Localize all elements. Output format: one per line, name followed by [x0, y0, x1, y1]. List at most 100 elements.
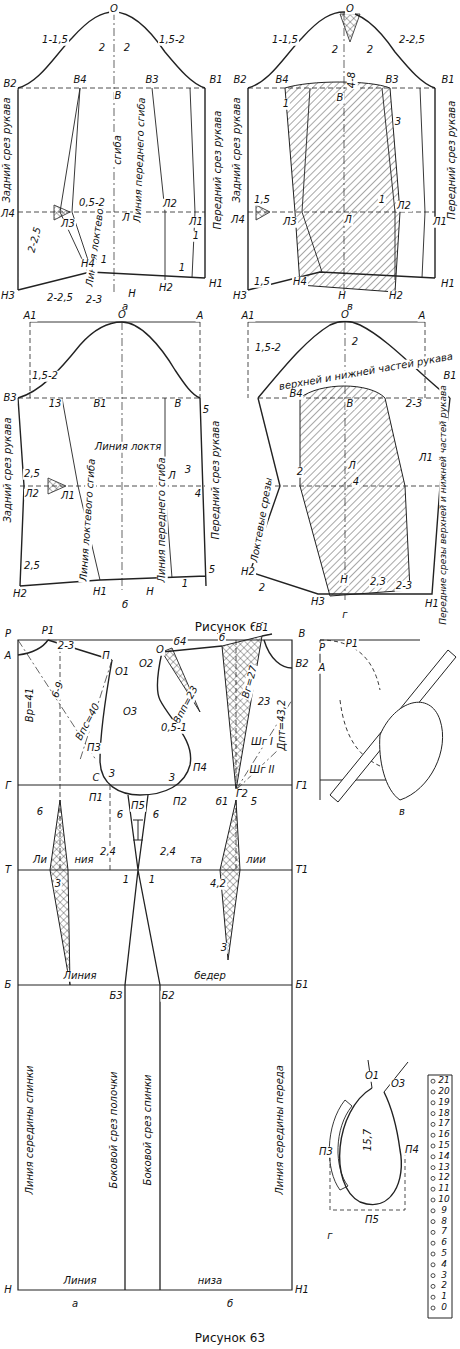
label-text: Л4 — [230, 215, 246, 226]
label-text: 1 — [122, 875, 130, 886]
label-text: В4 — [288, 389, 303, 400]
label-text: П1 — [88, 793, 104, 804]
ruler-mark — [431, 1306, 435, 1310]
label-text: П2 — [172, 797, 188, 808]
label-text: А — [318, 663, 327, 674]
label-text: 3 — [184, 465, 192, 476]
label-text: 15,7 — [363, 1128, 374, 1152]
ruler-mark — [431, 1220, 435, 1224]
label-text: Т — [4, 865, 12, 876]
label-text: О — [345, 4, 355, 15]
label-text: Н2 — [12, 589, 28, 600]
label-text: Р1 — [345, 639, 359, 650]
label-text: Линия переднего сгиба — [157, 456, 168, 583]
label-text: Передний срез рукава — [213, 110, 224, 231]
label-text: В — [174, 399, 183, 410]
label-text: Линия локтевого сгиба — [78, 457, 97, 582]
label-text: В1 — [440, 75, 455, 86]
label-text: А1 — [240, 311, 255, 322]
label-text: 2 — [366, 45, 374, 56]
label-text: 3 — [54, 879, 62, 890]
label-text: 2 — [331, 45, 339, 56]
label-text: Задний срез рукава — [2, 96, 13, 203]
label-text: Н3 — [232, 291, 248, 302]
label-text: 2,5 — [23, 561, 41, 572]
label-text: 13 — [437, 1163, 450, 1172]
label-text: Передние срезы верхней и нижней частей р… — [439, 384, 448, 626]
label-text: Передний срез рукава — [211, 420, 222, 541]
label-text: 2,5 — [23, 469, 41, 480]
label-text: 2,4 — [159, 847, 177, 858]
label-text: Линия — [62, 971, 97, 982]
label-text: С — [92, 773, 101, 784]
label-text: 6 — [36, 807, 44, 818]
label-text: Л — [121, 213, 131, 224]
label-text: 23 — [257, 697, 272, 708]
label-text: Шг I — [250, 737, 274, 748]
label-text: Л3 — [282, 217, 298, 228]
label-text: 2-2,5 — [26, 225, 43, 255]
label-text: 0,5-2 — [78, 198, 106, 209]
label-text: Б3 — [108, 991, 123, 1002]
label-text: 2-3 — [405, 399, 423, 410]
label-text: 3 — [394, 117, 402, 128]
label-text: 2-3 — [85, 295, 103, 306]
label-text: г — [326, 1231, 333, 1242]
label-text: П — [101, 651, 111, 662]
label-text: сгиба — [113, 134, 124, 166]
label-text: 1 — [148, 875, 156, 886]
ruler-mark — [431, 1263, 435, 1267]
ruler-mark — [431, 1112, 435, 1116]
ruler-mark — [431, 1241, 435, 1245]
label-text: 5 — [250, 797, 258, 808]
label-text: О — [340, 310, 350, 321]
label-text: О — [155, 645, 165, 656]
bodice-draft — [18, 634, 292, 1290]
label-text: 2 — [123, 43, 131, 54]
label-text: 1-1,5 — [271, 35, 299, 46]
label-text: В — [298, 629, 307, 640]
label-text: Н — [339, 575, 349, 586]
label-text: 1 — [100, 255, 108, 266]
label-text: 1,5-2 — [31, 371, 59, 382]
label-text: В1 — [254, 623, 269, 634]
label-text: Боковой срез полочки — [109, 1071, 120, 1190]
label-text: 3 — [168, 773, 176, 784]
label-text: 6 — [440, 1238, 448, 1247]
label-text: лии — [245, 855, 266, 866]
label-text: Г — [4, 781, 12, 792]
label-text: 1-1,5 — [41, 35, 69, 46]
label-text: В3 — [384, 75, 399, 86]
label-text: Линия переднего сгиба — [133, 96, 148, 223]
label-text: 19 — [437, 1098, 450, 1107]
label-text: Г1 — [295, 781, 309, 792]
label-text: низа — [197, 1276, 223, 1287]
label-text: Б2 — [160, 991, 175, 1002]
ruler-mark — [431, 1230, 435, 1234]
label-text: П5 — [130, 801, 146, 812]
label-text: Н — [3, 1285, 13, 1296]
label-text: Р — [318, 643, 326, 654]
label-text: 2-3 — [395, 581, 413, 592]
label-text: Б — [4, 980, 13, 991]
label-text: 20 — [437, 1087, 450, 1096]
label-text: 4 — [440, 1260, 448, 1269]
label-text: 6 — [152, 810, 160, 821]
label-text: 1,5-2 — [254, 343, 282, 354]
label-text: Л1 — [432, 217, 448, 228]
label-text: Н2 — [240, 567, 256, 578]
label-text: Л1 — [60, 491, 76, 502]
label-text: В4 — [72, 75, 87, 86]
label-text: В1 — [442, 371, 457, 382]
ruler-mark — [431, 1122, 435, 1126]
ruler-mark — [431, 1101, 435, 1105]
label-text: 2 — [258, 583, 266, 594]
label-text: Впс=40 — [74, 701, 103, 743]
label-text: 1 — [192, 231, 200, 242]
label-text: 4 — [352, 477, 360, 488]
label-text: В — [346, 399, 355, 410]
label-text: А1 — [22, 311, 37, 322]
label-text: б — [121, 600, 129, 611]
ruler-mark — [431, 1176, 435, 1180]
ruler-mark — [431, 1144, 435, 1148]
